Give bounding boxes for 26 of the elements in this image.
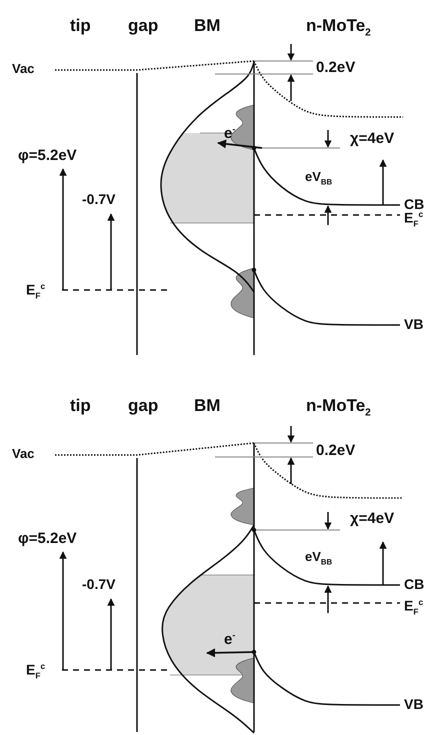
value-label: χ=4eV [350, 511, 394, 526]
region-label: BM [194, 396, 220, 414]
electron-label: e$^{-}$ [224, 125, 236, 141]
value-label: φ=5.2eV [18, 531, 77, 546]
level-label: CB [404, 576, 424, 591]
value-label: eV$_{BB}$ [305, 170, 332, 187]
level-label: Vac [12, 447, 34, 460]
region-label: gap [128, 16, 158, 34]
value-label: 0.2eV [316, 443, 356, 458]
value-label: -0.7V [82, 192, 116, 206]
region-label: gap [128, 396, 158, 414]
level-label: CB [404, 196, 424, 211]
region-label: n-MoTe$_{2}$ [306, 16, 371, 38]
value-label: χ=4eV [350, 131, 394, 146]
value-label: φ=5.2eV [18, 148, 77, 163]
region-label: tip [70, 16, 91, 34]
level-label: VB [404, 316, 424, 331]
level-label: VB [404, 696, 424, 711]
level-label: Vac [12, 62, 34, 76]
value-label: -0.7V [82, 576, 116, 591]
region-label: tip [70, 396, 91, 414]
value-label: eV$_{BB}$ [305, 550, 332, 567]
region-label: n-MoTe$_{2}$ [306, 396, 371, 418]
electron-label: e$^{-}$ [224, 631, 236, 647]
value-label: 0.2eV [316, 60, 356, 75]
region-label: BM [194, 16, 220, 34]
